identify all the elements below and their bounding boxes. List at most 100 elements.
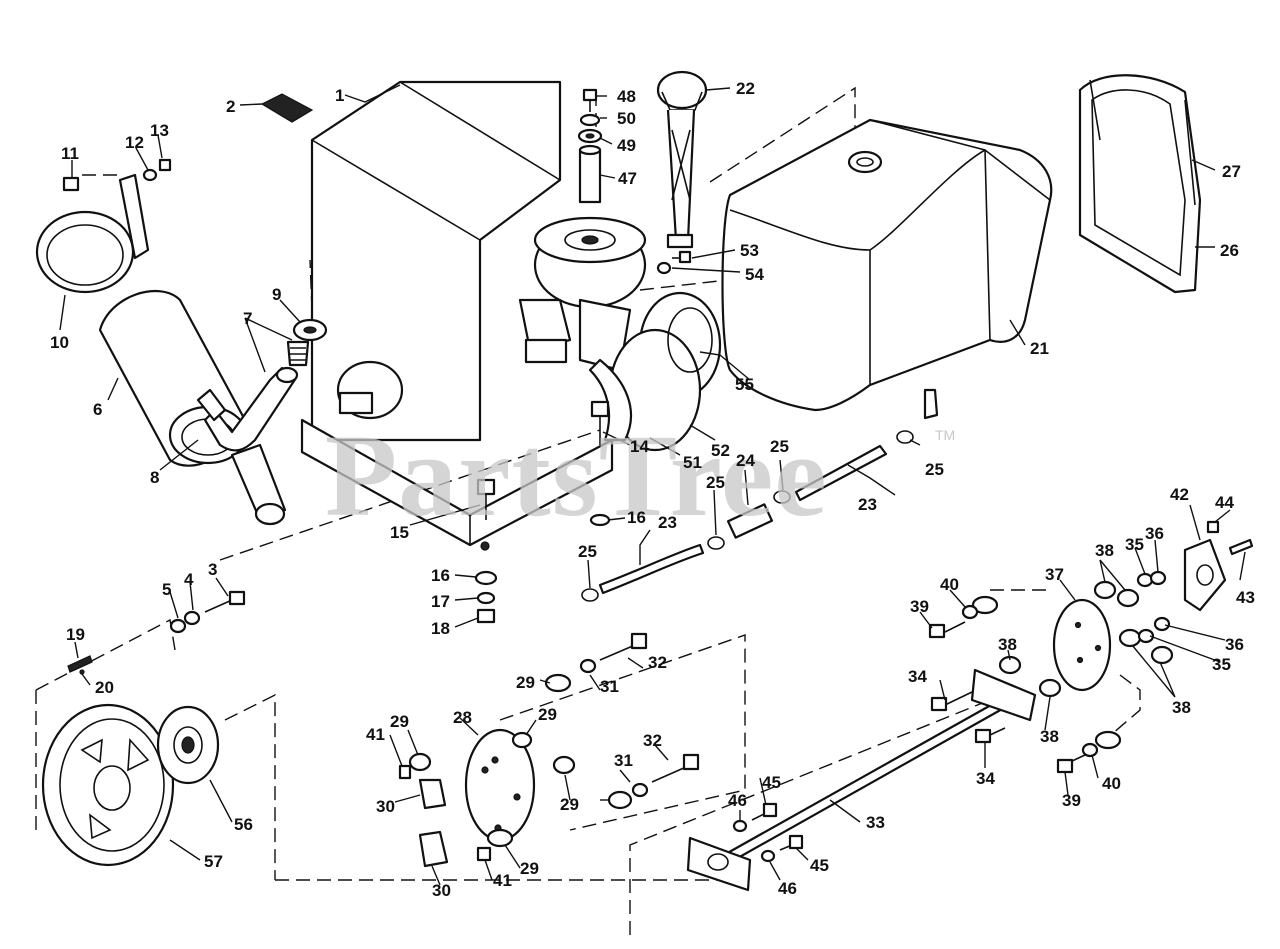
drive-pulley-part (41, 703, 175, 867)
callout-46-upper: 46 (728, 791, 747, 810)
muffler-clamp-part (35, 158, 172, 294)
callout-8: 8 (150, 468, 159, 487)
callout-32-lower: 32 (643, 731, 662, 750)
fuel-line-part (581, 388, 939, 602)
impeller-housing-part (588, 291, 722, 452)
callout-29-d: 29 (520, 859, 539, 878)
screw-53-part (656, 250, 692, 275)
callout-29-b: 29 (538, 705, 557, 724)
callout-16-lower: 16 (431, 566, 450, 585)
callout-18: 18 (431, 619, 450, 638)
callout-38-b: 38 (998, 635, 1017, 654)
callout-34-upper: 34 (908, 667, 927, 686)
callout-25-left: 25 (578, 542, 597, 561)
callout-30-upper: 30 (376, 797, 395, 816)
callout-38-c: 38 (1040, 727, 1059, 746)
callout-23-right: 23 (858, 495, 877, 514)
callout-12: 12 (125, 133, 144, 152)
callout-50: 50 (617, 109, 636, 128)
callout-23-left: 23 (658, 513, 677, 532)
callout-46-lower: 46 (778, 879, 797, 898)
callout-4: 4 (184, 570, 194, 589)
bearing-plate-28-part (398, 632, 700, 868)
callout-29-e: 29 (390, 712, 409, 731)
callout-7: 7 (243, 309, 252, 328)
callout-13: 13 (150, 121, 169, 140)
callout-15: 15 (390, 523, 409, 542)
callout-53: 53 (740, 241, 759, 260)
leader-lines (59, 84, 1246, 886)
callout-40-lower: 40 (1102, 774, 1121, 793)
callout-39-lower: 39 (1062, 791, 1081, 810)
callout-5: 5 (162, 580, 171, 599)
callout-42: 42 (1170, 485, 1189, 504)
fuel-tank-part (721, 118, 1053, 412)
callout-56: 56 (234, 815, 253, 834)
callout-25-top: 25 (770, 437, 789, 456)
callout-51: 51 (683, 453, 702, 472)
partstree-watermark: PartsTree TM (325, 410, 955, 541)
pulley-assembly-part (518, 216, 647, 372)
callout-3: 3 (208, 560, 217, 579)
callout-48: 48 (617, 87, 636, 106)
callout-35-lower: 35 (1212, 655, 1231, 674)
callout-30-lower: 30 (432, 881, 451, 900)
callout-6: 6 (93, 400, 102, 419)
callout-49: 49 (617, 136, 636, 155)
callout-19: 19 (66, 625, 85, 644)
callout-17: 17 (431, 592, 450, 611)
callout-37: 37 (1045, 565, 1064, 584)
gear-housing-part (300, 80, 614, 551)
callout-2: 2 (226, 97, 235, 116)
tank-strap-part (1078, 74, 1202, 294)
callout-27: 27 (1222, 162, 1241, 181)
callout-21: 21 (1030, 339, 1049, 358)
callout-24: 24 (736, 451, 755, 470)
callout-54: 54 (745, 265, 764, 284)
callout-41-upper: 41 (366, 725, 385, 744)
callout-28: 28 (453, 708, 472, 727)
callout-31-lower: 31 (614, 751, 633, 770)
exhaust-pipe-part (196, 318, 328, 526)
callout-45-lower: 45 (810, 856, 829, 875)
decal-part (260, 93, 314, 123)
callout-47: 47 (618, 169, 637, 188)
callout-38-d: 38 (1172, 698, 1191, 717)
dipstick-part (656, 70, 708, 249)
callout-14: 14 (630, 437, 649, 456)
callout-55: 55 (735, 375, 754, 394)
callout-9: 9 (272, 285, 281, 304)
housing-bolts-part (474, 400, 611, 624)
callout-33: 33 (866, 813, 885, 832)
bolt-3-part (67, 590, 246, 675)
callout-36-upper: 36 (1145, 524, 1164, 543)
callout-25-mid: 25 (706, 473, 725, 492)
drive-shaft-33-part (686, 520, 1254, 892)
callout-52: 52 (711, 441, 730, 460)
callout-20: 20 (95, 678, 114, 697)
callout-25-right: 25 (925, 460, 944, 479)
callout-44: 44 (1215, 493, 1234, 512)
callout-36-lower: 36 (1225, 635, 1244, 654)
callout-29-c: 29 (560, 795, 579, 814)
bolt-stack-part (577, 88, 603, 204)
callout-45-upper: 45 (762, 773, 781, 792)
callout-26: 26 (1220, 241, 1239, 260)
callout-40-upper: 40 (940, 575, 959, 594)
callout-57: 57 (204, 852, 223, 871)
callout-1: 1 (335, 86, 344, 105)
watermark-text: PartsTree (325, 410, 828, 541)
callout-31-upper: 31 (600, 677, 619, 696)
callout-labels: 1 2 3 4 5 6 7 8 9 10 11 12 13 14 15 16 1… (50, 79, 1255, 900)
callout-38-a: 38 (1095, 541, 1114, 560)
callout-29-a: 29 (516, 673, 535, 692)
callout-22: 22 (736, 79, 755, 98)
callout-43: 43 (1236, 588, 1255, 607)
callout-32-upper: 32 (648, 653, 667, 672)
callout-11: 11 (61, 144, 79, 163)
callout-39-upper: 39 (910, 597, 929, 616)
callout-35-upper: 35 (1125, 535, 1144, 554)
watermark-trademark: TM (935, 427, 955, 443)
callout-41-lower: 41 (493, 871, 512, 890)
